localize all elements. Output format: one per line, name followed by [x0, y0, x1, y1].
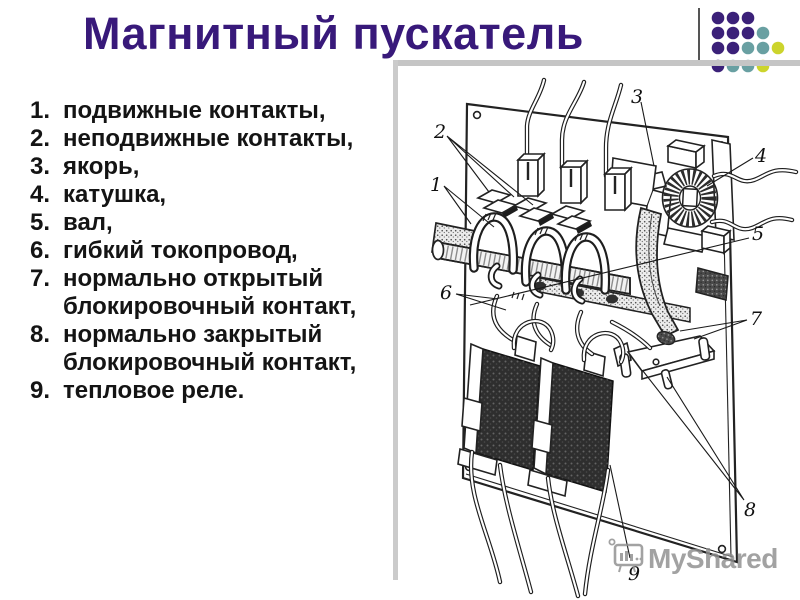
- legend-item-number: 9.: [30, 377, 51, 404]
- thermal-relay-left: [457, 334, 541, 477]
- terminal-blocks: [516, 152, 633, 212]
- decor-dot: [711, 11, 725, 25]
- legend-item-text: нормально открытый блокировочный контакт…: [63, 265, 357, 320]
- decor-dot: [741, 26, 755, 40]
- image-frame-top-bar: [393, 60, 800, 66]
- decor-dot: [726, 41, 740, 55]
- legend-item: 6. гибкий токопровод,: [30, 237, 382, 265]
- decor-dot: [756, 41, 770, 55]
- legend-item: 2. неподвижные контакты,: [30, 125, 382, 153]
- legend-item: 5. вал,: [30, 209, 382, 237]
- legend-item-number: 2.: [30, 125, 51, 152]
- legend-item-number: 3.: [30, 153, 51, 180]
- coil: [661, 168, 719, 228]
- decor-dot: [726, 11, 740, 25]
- legend-item: 4. катушка,: [30, 181, 382, 209]
- input-wires: [524, 77, 624, 179]
- legend-item-number: 8.: [30, 321, 51, 348]
- coil-lead-wires: [709, 167, 799, 232]
- legend: 1. подвижные контакты, 2. неподвижные конт…: [30, 97, 382, 405]
- fixed-contacts: [475, 189, 593, 234]
- legend-item-number: 6.: [30, 237, 51, 264]
- callout-8: 8: [744, 499, 756, 521]
- legend-item-text: гибкий токопровод,: [63, 237, 298, 264]
- legend-item-number: 5.: [30, 209, 51, 236]
- watermark: MyShared: [608, 538, 778, 574]
- decor-dot: [756, 26, 770, 40]
- decor-dot: [741, 41, 755, 55]
- callout-7: 7: [750, 308, 763, 330]
- legend-item-text: якорь,: [63, 153, 140, 180]
- callout-1: 1: [430, 174, 442, 196]
- legend-item: 3. якорь,: [30, 153, 382, 181]
- decor-dot: [711, 26, 725, 40]
- legend-item-text: неподвижные контакты,: [63, 125, 354, 152]
- decor-dot: [726, 26, 740, 40]
- callout-3: 3: [631, 86, 643, 108]
- lower-yoke: [663, 225, 732, 302]
- output-wires: [468, 449, 611, 599]
- legend-item: 8. нормально закрытый блокировочный конта…: [30, 321, 382, 377]
- callouts: 1 2 3 4 5 6 7 8 9: [430, 86, 767, 585]
- legend-item-number: 4.: [30, 181, 51, 208]
- flexible-conductors: [491, 293, 653, 365]
- legend-item: 7. нормально открытый блокировочный конта…: [30, 265, 382, 321]
- bearing-block: [695, 266, 729, 302]
- legend-item-text: нормально закрытый блокировочный контакт…: [63, 321, 357, 376]
- callout-2: 2: [433, 121, 446, 143]
- image-frame-left-bar: [393, 60, 398, 580]
- thermal-relay-right: [527, 349, 614, 498]
- magnetic-starter-diagram: 1 2 3 4 5 6 7 8 9 MyShared: [430, 77, 799, 599]
- callout-5: 5: [752, 223, 764, 245]
- movable-contact-arches: [468, 212, 611, 295]
- legend-item-text: вал,: [63, 209, 113, 236]
- decor-dot: [771, 41, 785, 55]
- legend-item: 9. тепловое реле.: [30, 377, 382, 405]
- watermark-text: MyShared: [648, 543, 778, 574]
- decor-dot: [741, 11, 755, 25]
- yoke-box: [666, 139, 706, 170]
- slide-title: Магнитный пускатель: [83, 8, 584, 59]
- decor-dot: [711, 41, 725, 55]
- contact-hooks: [487, 262, 586, 305]
- callout-4: 4: [754, 145, 767, 167]
- legend-item-text: подвижные контакты,: [63, 97, 326, 124]
- legend-item: 1. подвижные контакты,: [30, 97, 382, 125]
- watermark-logo-icon: [608, 538, 644, 573]
- callout-9: 9: [628, 563, 640, 585]
- legend-item-number: 7.: [30, 265, 51, 292]
- legend-item-text: тепловое реле.: [63, 377, 245, 404]
- legend-item-number: 1.: [30, 97, 51, 124]
- leader-lines: [443, 101, 754, 559]
- legend-item-text: катушка,: [63, 181, 167, 208]
- callout-6: 6: [440, 282, 452, 304]
